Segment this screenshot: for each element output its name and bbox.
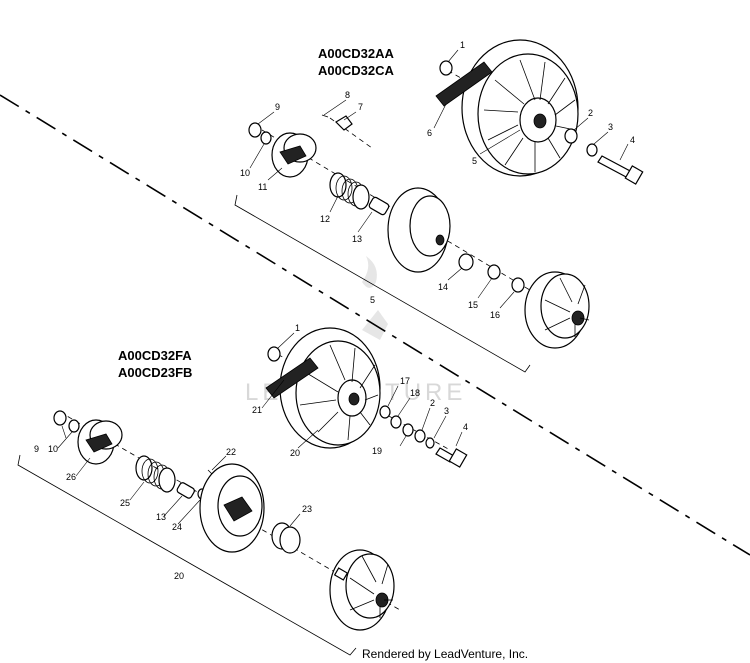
upper-assembly: A00CD32AA A00CD32CA [234, 39, 644, 373]
callout-16: 16 [490, 310, 500, 320]
belt-strip-21 [265, 357, 319, 399]
callout-10: 10 [240, 168, 250, 178]
upper-fixed-sheave [461, 39, 579, 177]
washer-18 [390, 415, 402, 429]
lower-outer-sheave [329, 549, 395, 631]
callout-1-lower: 1 [295, 323, 300, 333]
upper-group-bracket [234, 194, 531, 373]
callout-13: 13 [352, 234, 362, 244]
callout-22: 22 [226, 447, 236, 457]
washer-9 [248, 122, 262, 138]
callout-19: 19 [372, 446, 382, 456]
upper-movable-sheave [387, 187, 451, 273]
callout-24: 24 [172, 522, 182, 532]
callout-8: 8 [345, 90, 350, 100]
callout-5-group: 5 [370, 295, 375, 305]
belt-strip-6 [435, 61, 493, 107]
callout-11: 11 [258, 182, 267, 192]
washer-10-lower [68, 419, 80, 433]
lower-movable-sheave [199, 463, 265, 553]
washer-1-lower [267, 346, 281, 362]
callout-10-lower: 10 [48, 444, 58, 454]
bushing-14 [458, 253, 474, 271]
cam-11 [271, 132, 317, 178]
section-divider-line [0, 94, 750, 556]
callout-17: 17 [400, 376, 410, 386]
slider-7 [335, 115, 353, 131]
model-number-4: A00CD23FB [118, 365, 192, 380]
spring-12 [329, 172, 370, 210]
washer-3 [586, 143, 598, 157]
callout-15: 15 [468, 300, 478, 310]
callout-3-lower: 3 [444, 406, 449, 416]
pin-8 [321, 114, 329, 118]
callout-14: 14 [438, 282, 448, 292]
lower-group-bracket [17, 454, 357, 656]
spring-25 [135, 455, 176, 493]
render-credit: Rendered by LeadVenture, Inc. [362, 647, 528, 661]
bushing-13-lower [176, 482, 195, 499]
washer-10 [260, 131, 272, 145]
washer-3-lower [425, 437, 435, 449]
callout-4: 4 [630, 135, 635, 145]
callout-20-group: 20 [174, 571, 184, 581]
washer-17 [379, 405, 391, 419]
callout-2-lower: 2 [430, 398, 435, 408]
callout-23: 23 [302, 504, 312, 514]
callout-12: 12 [320, 214, 330, 224]
callout-18: 18 [410, 388, 420, 398]
lower-fixed-sheave [279, 327, 381, 449]
washer-2 [564, 128, 578, 144]
upper-outer-sheave [524, 271, 590, 349]
model-number-3: A00CD32FA [118, 348, 192, 363]
callout-6: 6 [427, 128, 432, 138]
callout-26: 26 [66, 472, 76, 482]
callout-7: 7 [358, 102, 363, 112]
bolt-4-lower [435, 447, 468, 468]
pin-22 [207, 469, 213, 475]
callout-3: 3 [608, 122, 613, 132]
washer-2-lower [414, 429, 426, 443]
callout-21: 21 [252, 405, 262, 415]
callout-13-lower: 13 [156, 512, 166, 522]
callout-20: 20 [290, 448, 300, 458]
bolt-4 [597, 155, 644, 185]
washer-19 [402, 423, 414, 437]
callout-4-lower: 4 [463, 422, 468, 432]
washer-9-lower [53, 410, 67, 426]
model-number-2: A00CD32CA [318, 63, 394, 78]
callout-1: 1 [460, 40, 465, 50]
washer-1 [439, 60, 453, 76]
model-number-1: A00CD32AA [318, 46, 394, 61]
cam-26 [77, 419, 123, 465]
bushing-13 [368, 196, 390, 216]
lower-assembly: A00CD32FA A00CD23FB [17, 323, 468, 656]
callout-9: 9 [275, 102, 280, 112]
washer-16 [511, 277, 525, 293]
callout-5: 5 [472, 156, 477, 166]
bushing-23 [271, 522, 301, 554]
washer-15 [487, 264, 501, 280]
callout-2: 2 [588, 108, 593, 118]
callout-9-lower: 9 [34, 444, 39, 454]
callout-25: 25 [120, 498, 130, 508]
